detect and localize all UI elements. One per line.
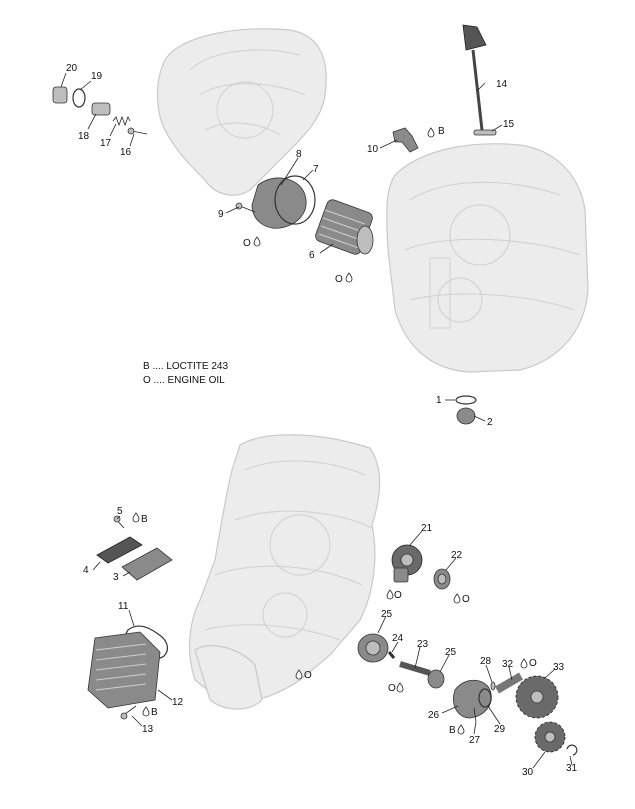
symbol-o-6: O — [388, 683, 396, 694]
callout-20: 20 — [66, 63, 78, 74]
callout-11: 11 — [118, 601, 129, 612]
symbol-o-1: O — [243, 238, 251, 249]
callout-19: 19 — [91, 71, 103, 82]
drop-icon-6 — [453, 593, 461, 604]
callout-8: 8 — [296, 149, 302, 160]
gear-33 — [515, 675, 559, 719]
drop-icon-2 — [253, 236, 261, 247]
drop-icon-11 — [520, 658, 528, 669]
drop-icon-1 — [427, 127, 435, 138]
strainer-2 — [456, 407, 476, 425]
spring-17 — [112, 115, 131, 127]
pump-gear-21 — [391, 544, 423, 583]
sleeve-18 — [91, 102, 111, 116]
oil-filter-6 — [315, 199, 374, 255]
callout-14: 14 — [496, 79, 508, 90]
housing-25a — [357, 633, 389, 663]
o-ring-1 — [455, 395, 477, 405]
callout-26: 26 — [428, 710, 440, 721]
callout-13: 13 — [142, 724, 154, 735]
drop-icon-8 — [396, 682, 404, 693]
drop-icon-7 — [295, 669, 303, 680]
callout-29: 29 — [494, 724, 506, 735]
legend-engine-oil: O .... ENGINE OIL — [143, 375, 225, 386]
cover-3 — [121, 547, 173, 581]
symbol-o-7: O — [529, 658, 537, 669]
callout-30: 30 — [522, 767, 534, 778]
leader-lines — [60, 72, 573, 769]
fitting-10 — [392, 127, 419, 153]
callout-18: 18 — [78, 131, 90, 142]
symbol-b-2: B — [141, 514, 148, 525]
pin-28 — [490, 681, 496, 691]
symbol-o-4: O — [462, 594, 470, 605]
screw-27 — [473, 707, 477, 723]
callout-12: 12 — [172, 697, 184, 708]
callout-5: 5 — [117, 506, 123, 517]
screw-13 — [120, 705, 137, 720]
callout-31: 31 — [566, 763, 578, 774]
callout-22: 22 — [451, 550, 463, 561]
callout-10: 10 — [367, 144, 379, 155]
ghost-crankcase-top — [386, 143, 589, 373]
drop-icon-3 — [345, 272, 353, 283]
callout-6: 6 — [309, 250, 315, 261]
callout-28: 28 — [480, 656, 492, 667]
gasket-4 — [96, 536, 143, 564]
callout-24: 24 — [392, 633, 404, 644]
gear-30 — [534, 721, 566, 753]
callout-1: 1 — [436, 395, 442, 406]
rotor-25b — [427, 669, 445, 689]
callout-2: 2 — [487, 417, 493, 428]
callout-4: 4 — [83, 565, 89, 576]
dipstick-14 — [462, 24, 487, 131]
symbol-b-3: B — [151, 707, 158, 718]
callout-21: 21 — [421, 523, 433, 534]
callout-25a: 25 — [381, 609, 393, 620]
symbol-o-2: O — [335, 274, 343, 285]
callout-25b: 25 — [445, 647, 457, 658]
oil-cooler-12 — [87, 631, 161, 709]
ghost-clutch-cover — [156, 28, 327, 196]
callout-15: 15 — [503, 119, 515, 130]
screw-5 — [113, 515, 125, 529]
circlip-31 — [566, 744, 578, 756]
shaft-32 — [494, 672, 524, 694]
symbol-b-1: B — [438, 126, 445, 137]
drop-icon-5 — [386, 589, 394, 600]
symbol-o-3: O — [394, 590, 402, 601]
callout-16: 16 — [120, 147, 132, 158]
legend-loctite: B .... LOCTITE 243 — [143, 361, 228, 372]
plug-20 — [52, 86, 68, 104]
pin-24 — [387, 651, 396, 659]
drop-icon-4 — [132, 512, 140, 523]
o-ring-15 — [473, 129, 497, 136]
callout-33: 33 — [553, 662, 565, 673]
screw-16 — [127, 127, 148, 135]
drop-icon-9 — [142, 706, 150, 717]
o-ring-29 — [478, 688, 492, 708]
callout-17: 17 — [100, 138, 112, 149]
drop-icon-10 — [457, 724, 465, 735]
callout-7: 7 — [313, 164, 319, 175]
o-ring-19 — [72, 88, 86, 108]
o-ring-7 — [274, 175, 316, 225]
callout-23: 23 — [417, 639, 429, 650]
shaft-23 — [399, 661, 431, 676]
seal-22 — [433, 568, 451, 590]
callout-3: 3 — [113, 572, 119, 583]
callout-27: 27 — [469, 735, 481, 746]
callout-32: 32 — [502, 659, 514, 670]
pump-cover-26 — [453, 679, 492, 719]
ghost-crankcase-bottom — [188, 434, 381, 710]
symbol-b-4: B — [449, 725, 456, 736]
symbol-o-5: O — [304, 670, 312, 681]
callout-9: 9 — [218, 209, 224, 220]
